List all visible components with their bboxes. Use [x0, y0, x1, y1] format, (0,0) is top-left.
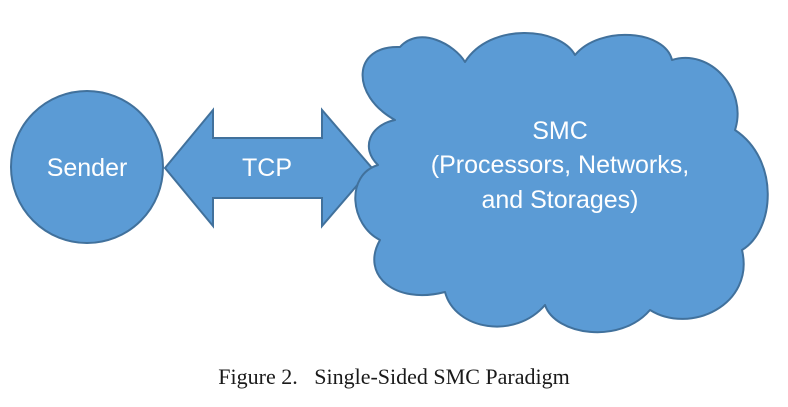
sender-circle: [10, 90, 164, 244]
smc-components-line: (Processors, Networks,: [431, 151, 689, 179]
figure-caption: Figure 2. Single-Sided SMC Paradigm: [0, 364, 788, 390]
cloud-shape: [354, 32, 769, 334]
smc-storages-line: and Storages): [481, 186, 638, 214]
smc-cloud-node: SMC (Processors, Networks, and Storages): [354, 32, 769, 334]
sender-label: Sender: [47, 154, 128, 182]
tcp-connector: TCP: [163, 107, 374, 229]
figure-title: Single-Sided SMC Paradigm: [314, 364, 570, 389]
sender-node: Sender: [10, 90, 164, 244]
smc-title-line: SMC: [532, 117, 588, 145]
tcp-label: TCP: [242, 154, 292, 182]
figure-number: Figure 2.: [218, 364, 298, 389]
caption-gap: [298, 364, 315, 389]
